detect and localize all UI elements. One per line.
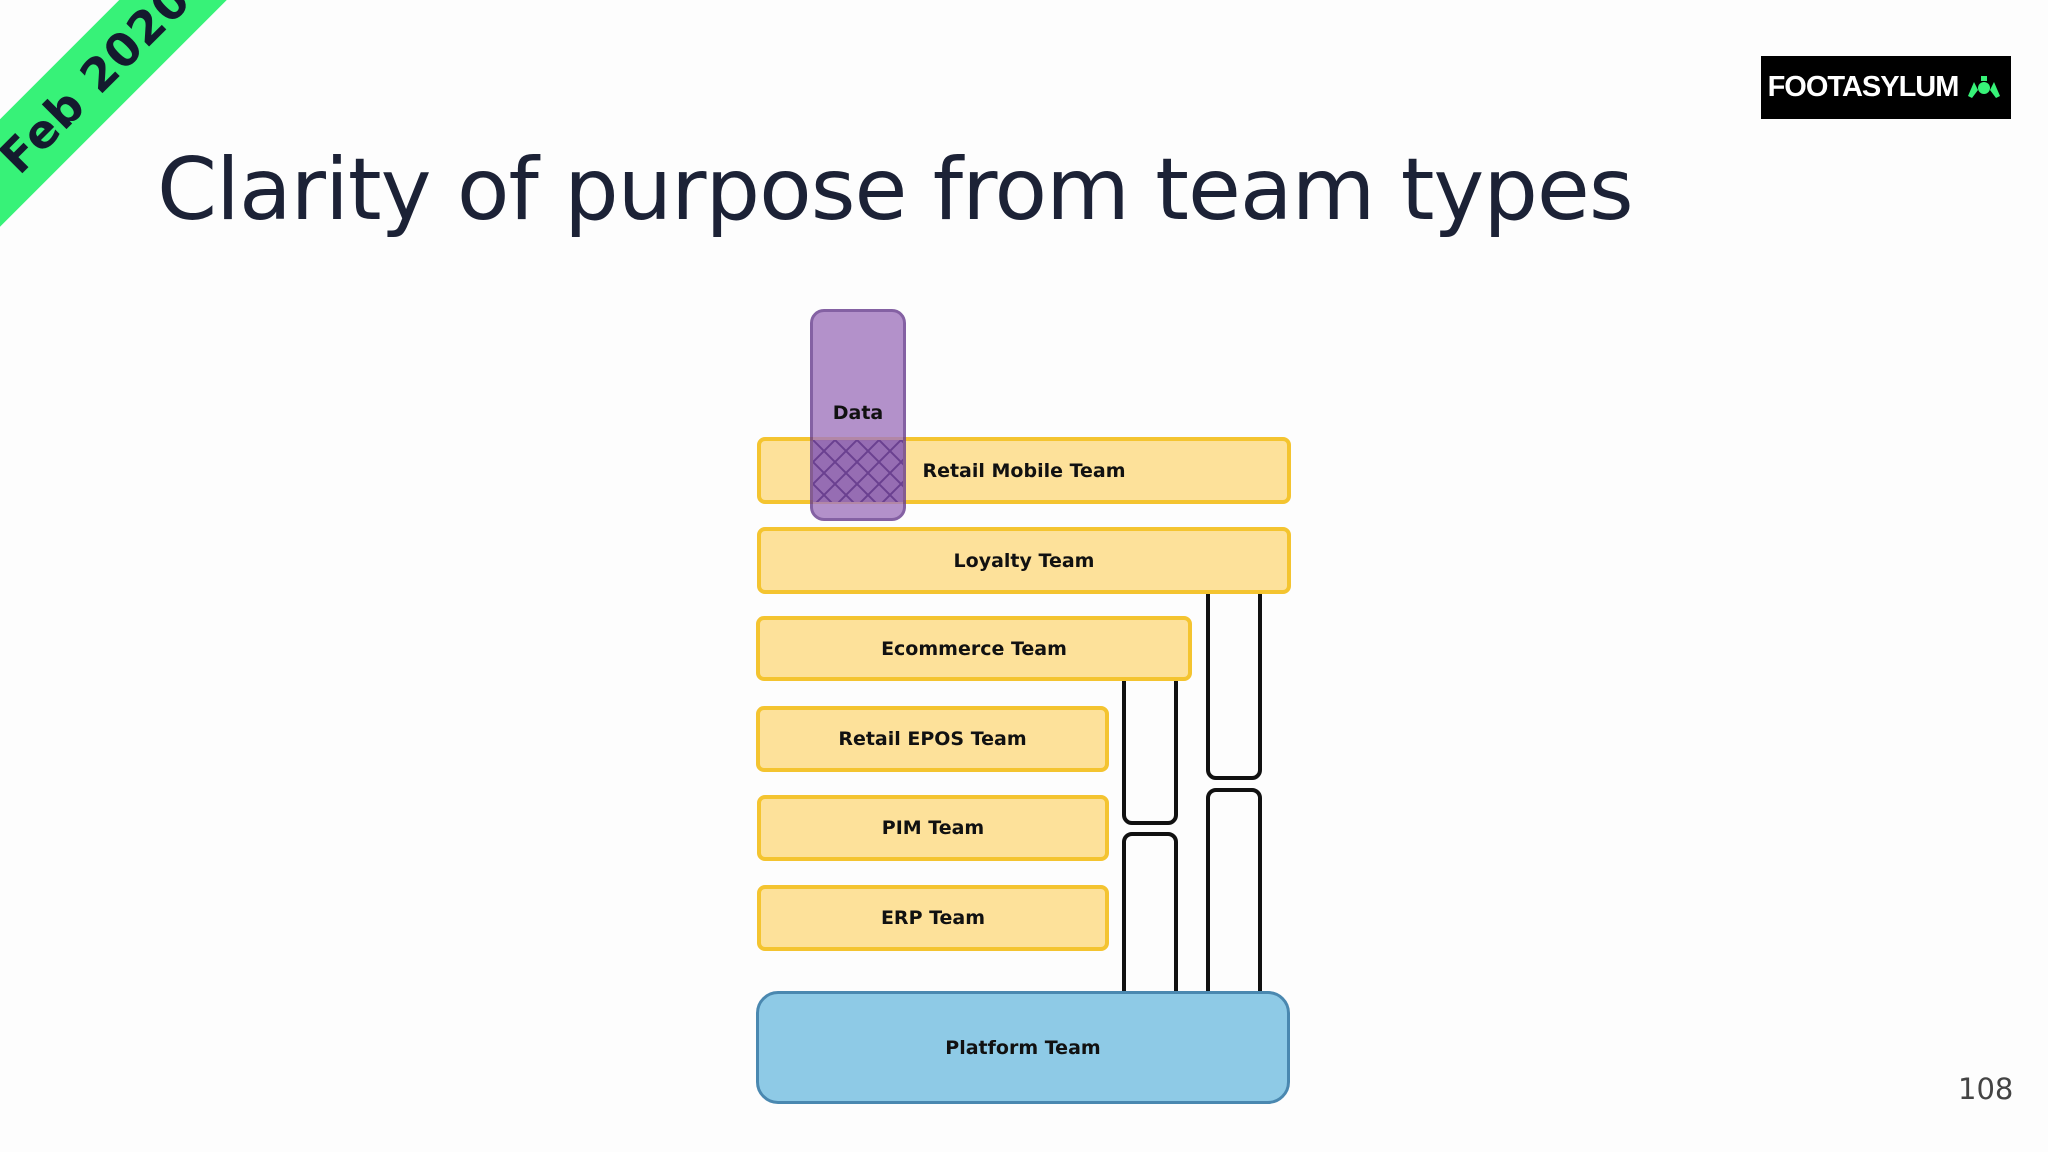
data-enabling-team-label: Data [832, 402, 884, 424]
erp-team-label: ERP Team [880, 907, 986, 929]
loyalty-team: Loyalty Team [757, 527, 1291, 594]
footasylum-logo: FOOTASYLUM [1761, 56, 2011, 119]
subsystem-team-box-2 [1206, 788, 1262, 1013]
logo-wordmark: FOOTASYLUM [1767, 71, 1960, 103]
slide-title: Clarity of purpose from team types [157, 140, 1634, 240]
loyalty-team-label: Loyalty Team [953, 549, 1095, 572]
subsystem-team-box-4 [1122, 832, 1178, 1013]
pim-team: PIM Team [757, 795, 1109, 861]
platform-team: Platform Team [756, 991, 1290, 1104]
data-overlap-hatch [813, 440, 903, 502]
ecommerce-team: Ecommerce Team [756, 616, 1192, 681]
pim-team-label: PIM Team [881, 817, 985, 839]
platform-team-label: Platform Team [945, 1036, 1101, 1059]
page-number: 108 [1958, 1072, 2014, 1106]
erp-team: ERP Team [757, 885, 1109, 951]
crest-icon [1964, 74, 2004, 102]
retail-epos-team: Retail EPOS Team [756, 706, 1109, 772]
retail-mobile-team-label: Retail Mobile Team [922, 459, 1126, 482]
subsystem-team-box-3 [1122, 665, 1178, 825]
retail-epos-team-label: Retail EPOS Team [838, 728, 1027, 750]
ecommerce-team-label: Ecommerce Team [881, 637, 1067, 660]
subsystem-team-box-1 [1206, 570, 1262, 780]
